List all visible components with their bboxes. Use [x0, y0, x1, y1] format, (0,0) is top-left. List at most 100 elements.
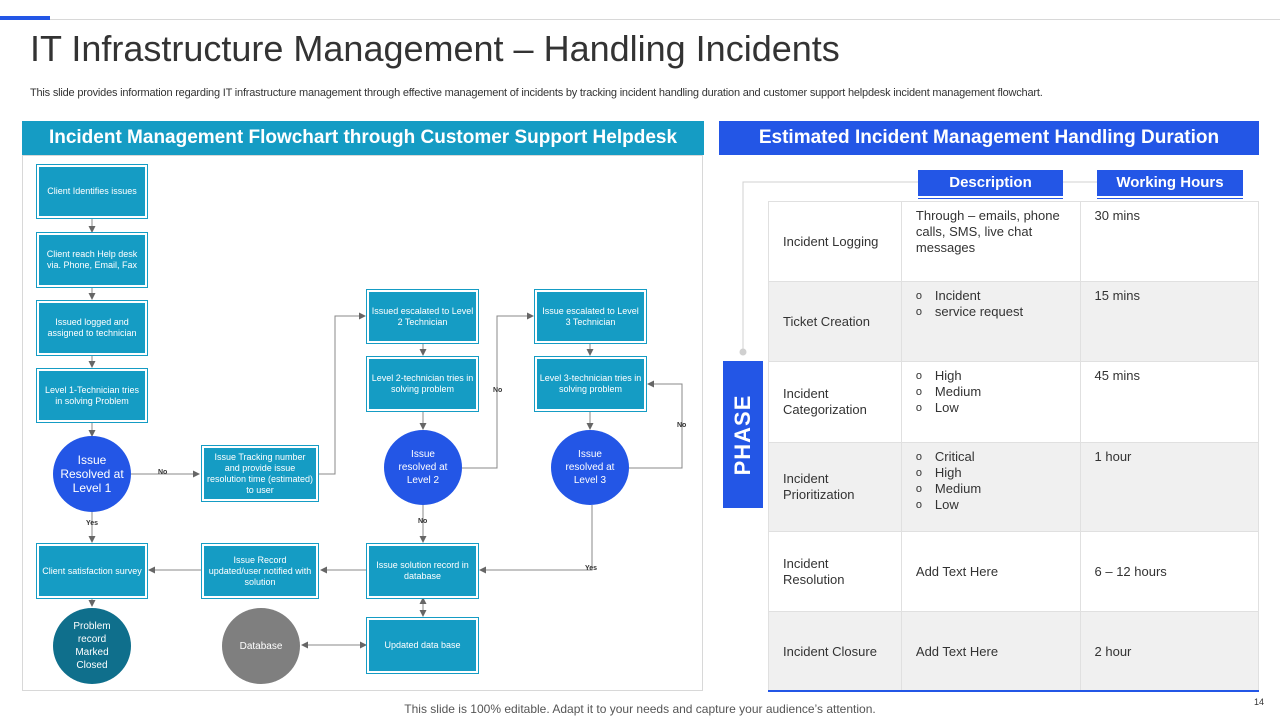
node-level2-tries: Level 2-technician tries in solving prob…: [366, 356, 479, 412]
bullet-item: o Critical: [916, 449, 1066, 465]
slide-footer: This slide is 100% editable. Adapt it to…: [404, 702, 876, 716]
description-cell: Through – emails, phone calls, SMS, live…: [900, 201, 1081, 282]
node-resolved-level3: Issue resolved at Level 3: [551, 430, 629, 505]
bullet-icon: o: [915, 370, 923, 382]
flowchart-panel: [22, 155, 703, 691]
node-level1-tries: Level 1-Technician tries in solving Prob…: [36, 368, 148, 423]
flowchart-header: Incident Management Flowchart through Cu…: [22, 121, 704, 155]
node-tracking-number: Issue Tracking number and provide issue …: [201, 445, 319, 502]
node-level3-tries: Level 3-technician tries in solving prob…: [534, 356, 647, 412]
bullet-text: High: [934, 465, 962, 480]
phase-label-bar: PHASE: [723, 361, 763, 508]
hours-cell: 30 mins: [1079, 201, 1260, 282]
bullet-text: Low: [934, 497, 959, 512]
top-accent-bar: [0, 16, 50, 20]
label-yes-l3: Yes: [585, 565, 598, 572]
node-solution-record: Issue solution record in database: [366, 543, 479, 599]
node-database: Database: [222, 608, 300, 684]
hours-text: 15 mins: [1094, 288, 1141, 303]
label-no-l2-down: No: [418, 518, 428, 525]
phase-cell: Incident Resolution: [768, 531, 902, 612]
bullet-icon: o: [915, 386, 923, 398]
bullet-item: o Low: [916, 497, 1066, 513]
hours-text: 30 mins: [1094, 208, 1141, 223]
column-header-description: Description: [918, 170, 1063, 196]
bullet-icon: o: [915, 290, 923, 302]
hours-text: 6 – 12 hours: [1094, 563, 1167, 579]
bullet-item: o Low: [916, 400, 1066, 416]
phase-name: Incident Prioritization: [783, 471, 855, 502]
label-yes-l1: Yes: [86, 520, 99, 527]
bullet-text: Critical: [934, 449, 975, 464]
slide-subtitle: This slide provides information regardin…: [30, 87, 1043, 99]
phase-name: Incident Closure: [783, 643, 877, 659]
bullet-text: Medium: [934, 481, 982, 496]
node-client-reach: Client reach Help desk via. Phone, Email…: [36, 232, 148, 288]
description-text: Add Text Here: [915, 563, 999, 579]
table-bottom-rule: [768, 690, 1259, 692]
node-client-identifies: Client Identifies issues: [36, 164, 148, 219]
phase-label: PHASE: [730, 394, 755, 475]
hours-cell: 2 hour: [1079, 611, 1260, 692]
phase-cell: Incident Logging: [768, 201, 902, 282]
node-issue-record: Issue Record updated/user notified with …: [201, 543, 319, 599]
bullet-icon: o: [915, 306, 923, 318]
node-issued-logged: Issued logged and assigned to technician: [36, 300, 148, 356]
bullet-item: o Medium: [916, 481, 1066, 497]
duration-table: Incident Logging Through – emails, phone …: [768, 201, 1260, 692]
node-escalated-level2: Issued escalated to Level 2 Technician: [366, 289, 479, 344]
hours-cell: 45 mins: [1079, 361, 1260, 443]
bullet-item: o High: [916, 465, 1066, 481]
phase-cell: Ticket Creation: [768, 281, 902, 362]
label-no-l2: No: [493, 387, 503, 394]
node-escalated-level3: Issue escalated to Level 3 Technician: [534, 289, 647, 344]
node-updated-database: Updated data base: [366, 617, 479, 674]
bullet-icon: o: [915, 499, 923, 511]
table-row: Incident Closure Add Text Here 2 hour: [768, 611, 1260, 692]
hours-text: 45 mins: [1094, 368, 1141, 383]
hours-text: 2 hour: [1094, 643, 1132, 659]
hours-cell: 1 hour: [1079, 442, 1260, 532]
description-text: Add Text Here: [915, 643, 999, 659]
bullet-icon: o: [915, 483, 923, 495]
label-no-l1: No: [158, 469, 168, 476]
phase-cell: Incident Prioritization: [768, 442, 902, 532]
phase-cell: Incident Closure: [768, 611, 902, 692]
duration-header: Estimated Incident Management Handling D…: [719, 121, 1259, 155]
bullet-icon: o: [915, 402, 923, 414]
bullet-text: High: [934, 368, 962, 383]
node-resolved-level1: Issue Resolved at Level 1: [53, 436, 131, 512]
bullet-text: Medium: [934, 384, 982, 399]
table-row: Incident Resolution Add Text Here 6 – 12 h…: [768, 531, 1260, 612]
node-client-satisfaction: Client satisfaction survey: [36, 543, 148, 599]
description-cell: Add Text Here: [900, 531, 1081, 612]
bullet-icon: o: [915, 451, 923, 463]
page-number: 14: [1253, 697, 1264, 707]
phase-name: Incident Logging: [783, 233, 879, 249]
hours-cell: 6 – 12 hours: [1079, 531, 1260, 612]
node-resolved-level2: Issue resolved at Level 2: [384, 430, 462, 505]
top-divider: [50, 19, 1280, 20]
slide-title: IT Infrastructure Management – Handling …: [30, 28, 840, 69]
node-problem-closed: Problem record Marked Closed: [53, 608, 131, 684]
label-no-l3: No: [677, 422, 687, 429]
description-cell: Add Text Here: [900, 611, 1081, 692]
phase-name: Incident Resolution: [783, 555, 845, 587]
bullet-item: o Incident: [916, 288, 1066, 304]
bullet-item: o Medium: [916, 384, 1066, 400]
phase-name: Incident Categorization: [783, 386, 867, 417]
phase-cell: Incident Categorization: [768, 361, 902, 443]
description-text: Through – emails, phone calls, SMS, live…: [915, 208, 1060, 255]
hours-cell: 15 mins: [1079, 281, 1260, 362]
bullet-text: Low: [934, 400, 959, 415]
column-header-working-hours: Working Hours: [1097, 170, 1243, 196]
bullet-icon: o: [915, 467, 923, 479]
phase-name: Ticket Creation: [783, 313, 870, 329]
bullet-text: Incident: [934, 288, 981, 303]
